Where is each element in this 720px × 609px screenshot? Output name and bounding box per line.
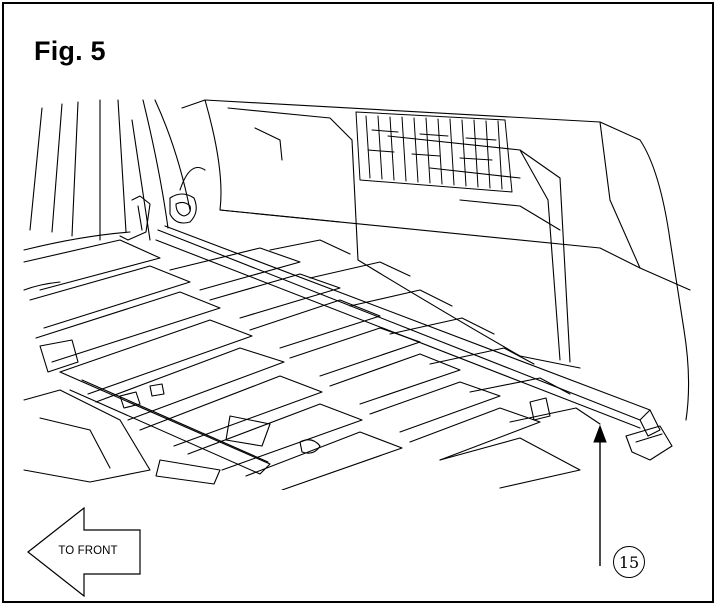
part-callout: 15 — [613, 546, 645, 578]
rear-body-panel — [179, 99, 691, 421]
front-edge — [23, 339, 581, 489]
figure-frame — [2, 2, 714, 603]
brand-letter-block — [355, 111, 513, 193]
rail-pointer — [593, 424, 607, 566]
direction-label: TO FRONT — [58, 545, 118, 557]
latch-detail — [119, 193, 197, 241]
floor-ribs — [23, 231, 601, 490]
figure-title: Fig. 5 — [34, 36, 106, 66]
left-arrow-icon — [27, 506, 141, 598]
left-panel-lines — [29, 99, 191, 241]
up-arrow-icon — [593, 424, 607, 443]
